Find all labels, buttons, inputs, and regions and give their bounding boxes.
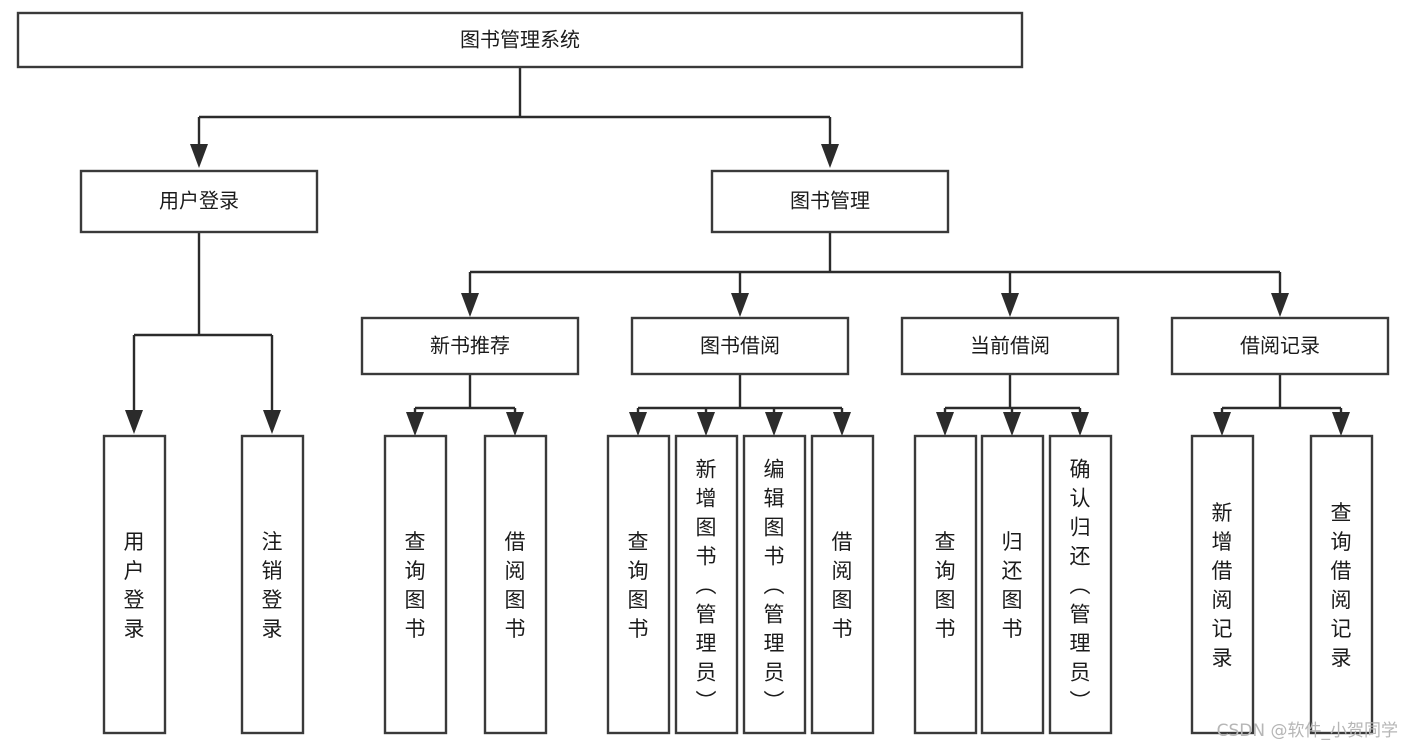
arrow-head-borrow-record xyxy=(1271,293,1289,317)
node-book-manage[interactable]: 图书管理 xyxy=(710,169,950,234)
node-leaf-query-book-2-label: 查询图书 xyxy=(628,530,649,641)
node-book-manage-label: 图书管理 xyxy=(790,189,870,213)
node-current-borrow-label: 当前借阅 xyxy=(970,334,1050,358)
node-leaf-query-book-3-label: 查询图书 xyxy=(935,530,956,641)
node-leaf-confirm-return-label: 确认归还︵管理员︶ xyxy=(1070,458,1091,714)
node-book-borrow[interactable]: 图书借阅 xyxy=(630,316,850,376)
node-leaf-query-book-2-box[interactable] xyxy=(606,434,671,735)
watermark-label: CSDN @软件_小贺同学 xyxy=(1217,721,1398,741)
node-leaf-query-book-1-label: 查询图书 xyxy=(405,530,426,641)
node-leaf-add-record-label: 新增借阅记录 xyxy=(1212,501,1233,670)
node-leaf-add-record-box[interactable] xyxy=(1190,434,1255,735)
node-current-borrow-box[interactable] xyxy=(900,316,1120,376)
node-leaf-edit-book-box[interactable] xyxy=(742,434,807,735)
node-user-login-box[interactable] xyxy=(79,169,319,234)
node-book-borrow-label: 图书借阅 xyxy=(700,334,780,358)
node-leaf-add-record[interactable]: 新增借阅记录 xyxy=(1190,434,1255,735)
node-leaf-borrow-book-2-box[interactable] xyxy=(810,434,875,735)
node-leaf-add-book-box[interactable] xyxy=(674,434,739,735)
node-leaf-add-book-label: 新增图书︵管理员︶ xyxy=(696,458,717,714)
arrow-head-leaf-user-logout xyxy=(263,410,281,434)
node-leaf-query-record[interactable]: 查询借阅记录 xyxy=(1309,434,1374,735)
node-new-book-recommend[interactable]: 新书推荐 xyxy=(360,316,580,376)
arrow-head-leaf-edit-book xyxy=(765,412,783,436)
node-borrow-record-label: 借阅记录 xyxy=(1240,334,1320,358)
node-leaf-query-book-1-box[interactable] xyxy=(383,434,448,735)
node-leaf-user-login-label: 用户登录 xyxy=(124,530,145,641)
node-leaf-return-book-box[interactable] xyxy=(980,434,1045,735)
node-leaf-borrow-book-1[interactable]: 借阅图书 xyxy=(483,434,548,735)
node-root-box[interactable] xyxy=(16,11,1024,69)
arrow-head-new-book-recommend xyxy=(461,293,479,317)
node-borrow-record-box[interactable] xyxy=(1170,316,1390,376)
node-leaf-user-logout[interactable]: 注销登录 xyxy=(240,434,305,735)
arrow-head-current-borrow xyxy=(1001,293,1019,317)
node-borrow-record[interactable]: 借阅记录 xyxy=(1170,316,1390,376)
node-leaf-edit-book[interactable]: 编辑图书︵管理员︶ xyxy=(742,434,807,735)
node-leaf-query-book-1[interactable]: 查询图书 xyxy=(383,434,448,735)
node-user-login[interactable]: 用户登录 xyxy=(79,169,319,234)
node-new-book-recommend-label: 新书推荐 xyxy=(430,334,510,358)
node-root-label: 图书管理系统 xyxy=(460,28,580,52)
node-leaf-query-book-3-box[interactable] xyxy=(913,434,978,735)
arrow-head-leaf-user-login xyxy=(125,410,143,434)
node-leaf-edit-book-label: 编辑图书︵管理员︶ xyxy=(764,458,785,714)
arrow-head-leaf-query-book-3 xyxy=(936,412,954,436)
arrow-head-leaf-confirm-return xyxy=(1071,412,1089,436)
node-user-login-label: 用户登录 xyxy=(159,189,239,213)
arrow-head-leaf-query-book-2 xyxy=(629,412,647,436)
node-leaf-borrow-book-2[interactable]: 借阅图书 xyxy=(810,434,875,735)
node-leaf-confirm-return[interactable]: 确认归还︵管理员︶ xyxy=(1048,434,1113,735)
node-leaf-user-login[interactable]: 用户登录 xyxy=(102,434,167,735)
node-book-manage-box[interactable] xyxy=(710,169,950,234)
node-new-book-recommend-box[interactable] xyxy=(360,316,580,376)
node-leaf-query-record-box[interactable] xyxy=(1309,434,1374,735)
node-root[interactable]: 图书管理系统 xyxy=(16,11,1024,69)
node-leaf-user-login-box[interactable] xyxy=(102,434,167,735)
node-leaf-user-logout-label: 注销登录 xyxy=(262,530,283,641)
node-leaf-return-book-label: 归还图书 xyxy=(1002,530,1023,641)
arrow-head-leaf-borrow-book-1 xyxy=(506,412,524,436)
node-leaf-query-book-3[interactable]: 查询图书 xyxy=(913,434,978,735)
node-leaf-add-book[interactable]: 新增图书︵管理员︶ xyxy=(674,434,739,735)
node-leaf-query-record-label: 查询借阅记录 xyxy=(1331,501,1352,670)
node-current-borrow[interactable]: 当前借阅 xyxy=(900,316,1120,376)
arrow-head-user-login xyxy=(190,144,208,168)
node-leaf-borrow-book-1-box[interactable] xyxy=(483,434,548,735)
node-book-borrow-box[interactable] xyxy=(630,316,850,376)
node-leaf-user-logout-box[interactable] xyxy=(240,434,305,735)
arrow-head-leaf-borrow-book-2 xyxy=(833,412,851,436)
arrow-head-leaf-add-record xyxy=(1213,412,1231,436)
node-leaf-borrow-book-2-label: 借阅图书 xyxy=(832,530,853,641)
arrow-head-leaf-query-record xyxy=(1332,412,1350,436)
node-leaf-return-book[interactable]: 归还图书 xyxy=(980,434,1045,735)
connector-layer xyxy=(125,67,1350,436)
node-leaf-confirm-return-box[interactable] xyxy=(1048,434,1113,735)
node-leaf-borrow-book-1-label: 借阅图书 xyxy=(505,530,526,641)
arrow-head-book-borrow xyxy=(731,293,749,317)
arrow-head-leaf-query-book-1 xyxy=(406,412,424,436)
arrow-head-leaf-return-book xyxy=(1003,412,1021,436)
arrow-head-book-manage xyxy=(821,144,839,168)
node-leaf-query-book-2[interactable]: 查询图书 xyxy=(606,434,671,735)
arrow-head-leaf-add-book xyxy=(697,412,715,436)
